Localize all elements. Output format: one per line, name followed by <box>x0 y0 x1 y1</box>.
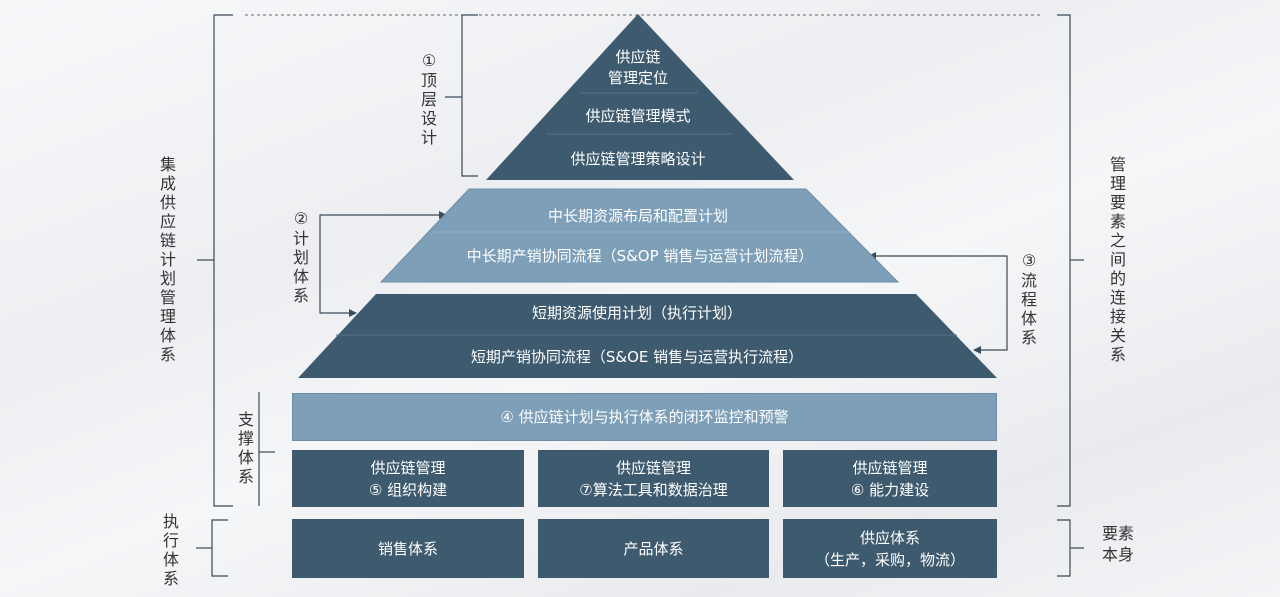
process-text: 流程体系 <box>1020 271 1037 347</box>
exec-box-supply: 供应体系 （生产，采购，物流） <box>783 519 997 578</box>
pyramid-top <box>486 14 794 180</box>
low-label-resource: 短期资源使用计划（执行计划） <box>531 304 742 322</box>
top-label-line-b: 管理定位 <box>607 69 668 87</box>
support-box-line1: 供应链管理 <box>615 458 691 477</box>
plan-arrow-head-bottom <box>349 309 357 317</box>
top-design-text: 顶层设计 <box>420 71 437 147</box>
low-label-soe: 短期产销协同流程（S&OE 销售与运营执行流程） <box>470 348 804 366</box>
mid-label-sop: 中长期产销协同流程（S&OP 销售与运营计划流程） <box>466 247 814 265</box>
plan-arrow-head-top <box>439 211 447 219</box>
execution-label: 执行体系 <box>162 512 179 588</box>
monitor-label: ④ 供应链计划与执行体系的闭环监控和预警 <box>500 408 789 426</box>
support-box-line1: 供应链管理 <box>852 458 928 477</box>
support-box-line2: ⑤ 组织构建 <box>368 480 448 499</box>
support-box-line2: ⑦算法工具和数据治理 <box>579 480 728 499</box>
top-label-line-a: 供应链 <box>615 48 661 66</box>
support-label: 支撑体系 <box>237 410 254 486</box>
process-label: ③ 流程体系 <box>1019 251 1039 347</box>
top-design-number: ① <box>421 51 437 70</box>
top-label-strategy: 供应链管理策略设计 <box>570 150 706 168</box>
process-arrow-head-bottom <box>973 346 981 354</box>
plan-label: ② 计划体系 <box>291 209 311 305</box>
exec-box-product: 产品体系 <box>538 519 769 578</box>
process-arrow-path <box>870 255 1008 351</box>
plan-arrow-path <box>319 214 445 314</box>
exec-box-line1: 销售体系 <box>377 539 438 558</box>
support-box-capability: 供应链管理 ⑥ 能力建设 <box>783 450 997 507</box>
elements-label: 要素本身 <box>1096 523 1140 565</box>
integrated-label: 集成供应链计划管理体系 <box>159 155 176 364</box>
connection-label: 管理要素之间的连接关系 <box>1109 155 1126 364</box>
monitor-bar: ④ 供应链计划与执行体系的闭环监控和预警 <box>292 393 997 441</box>
process-number: ③ <box>1021 251 1037 270</box>
pyramid-bottom <box>298 294 997 378</box>
support-box-line2: ⑥ 能力建设 <box>850 480 930 499</box>
support-box-line1: 供应链管理 <box>370 458 446 477</box>
exec-box-line1: 供应体系 <box>859 528 920 547</box>
top-label-positioning: 供应链 管理定位 <box>588 47 688 89</box>
pyramid-middle <box>379 188 900 283</box>
elements-text: 要素本身 <box>1101 524 1134 564</box>
plan-text: 计划体系 <box>292 229 309 305</box>
exec-box-sales: 销售体系 <box>292 519 524 578</box>
top-label-mode: 供应链管理模式 <box>585 107 691 125</box>
mid-label-resource: 中长期资源布局和配置计划 <box>547 207 728 225</box>
support-box-algorithm: 供应链管理 ⑦算法工具和数据治理 <box>538 450 769 507</box>
top-design-bracket <box>461 14 478 177</box>
plan-number: ② <box>293 209 309 228</box>
exec-box-line2: （生产，采购，物流） <box>814 550 965 569</box>
exec-box-line1: 产品体系 <box>623 539 684 558</box>
support-box-organization: 供应链管理 ⑤ 组织构建 <box>292 450 524 507</box>
top-design-label: ① 顶层设计 <box>419 51 439 147</box>
